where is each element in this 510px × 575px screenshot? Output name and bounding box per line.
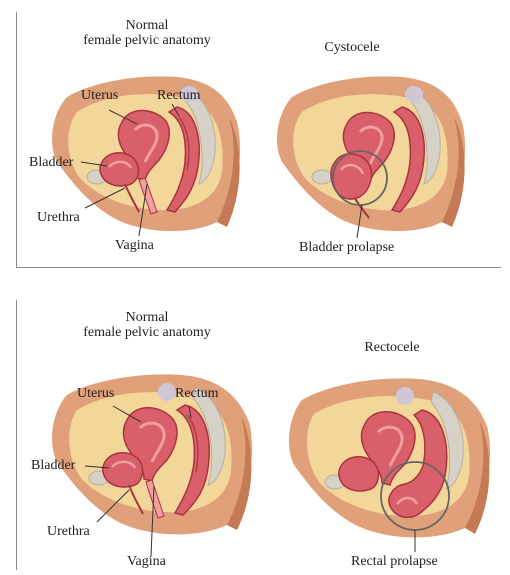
- vertebra: [405, 86, 423, 102]
- rectocele-pelvis-drawing: [289, 378, 490, 537]
- bladder-prolapse-label: Bladder prolapse: [299, 240, 394, 255]
- vertebra: [396, 387, 414, 405]
- rectocele-panel: Normal female pelvic anatomy Rectocele U…: [16, 300, 501, 570]
- bladder-organ: [339, 457, 379, 491]
- cystocele-illustration: [17, 12, 501, 267]
- pubic-bone: [312, 170, 332, 184]
- rectal-prolapse-label: Rectal prolapse: [351, 554, 438, 569]
- rectocele-illustration: [17, 300, 501, 570]
- cystocele-panel: Normal female pelvic anatomy Cystocele: [16, 12, 501, 268]
